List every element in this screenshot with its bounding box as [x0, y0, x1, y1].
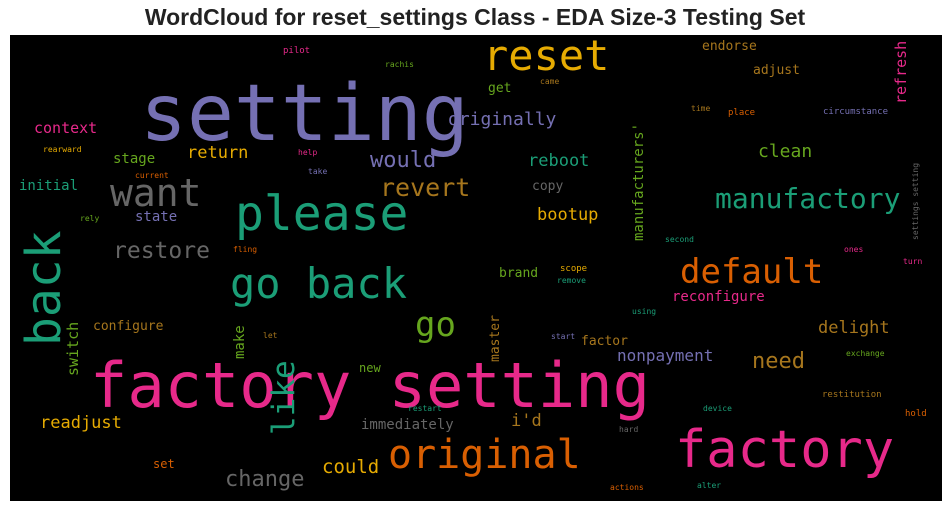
word-alter: alter	[697, 481, 722, 490]
word-ones: ones	[844, 245, 864, 254]
word-revert: revert	[380, 173, 471, 202]
word-copy: copy	[532, 179, 564, 194]
word-reset: reset	[483, 35, 610, 80]
word-current: current	[135, 171, 169, 180]
word-manufactory: manufactory	[715, 182, 901, 215]
word-take: take	[308, 167, 328, 176]
word-rely: rely	[80, 214, 100, 223]
word-clean: clean	[758, 141, 813, 162]
word-device: device	[703, 404, 732, 413]
word-hold: hold	[905, 409, 927, 419]
word-let: let	[263, 331, 278, 340]
word-factory: factory	[675, 420, 895, 480]
word-help: help	[298, 148, 318, 157]
word-restart: restart	[408, 404, 442, 413]
word-context: context	[34, 119, 98, 137]
word-rearward: rearward	[43, 145, 82, 154]
word-stage: stage	[113, 151, 156, 167]
word-set: set	[153, 457, 175, 471]
word-turn: turn	[903, 257, 923, 266]
word-default: default	[680, 252, 824, 292]
word-originally: originally	[448, 109, 557, 130]
word-go-back: go back	[230, 259, 408, 308]
word-would: would	[370, 148, 437, 173]
word-reconfigure: reconfigure	[672, 289, 765, 305]
word-factor: factor	[581, 334, 628, 349]
word-please: please	[235, 186, 409, 242]
wordcloud-canvas: setting reset want please back go back default…	[10, 35, 942, 501]
word-readjust: readjust	[40, 413, 122, 433]
word-return: return	[187, 143, 249, 163]
word-immediately: immediately	[361, 417, 454, 433]
word-actions: actions	[610, 483, 644, 492]
word-go: go	[415, 305, 456, 345]
word-want: want	[110, 171, 202, 215]
word-switch: switch	[64, 322, 82, 377]
word-master: master	[488, 315, 503, 362]
word-could: could	[322, 456, 380, 478]
word-hard: hard	[619, 425, 639, 434]
word-remove: remove	[557, 276, 586, 285]
word-rachis: rachis	[385, 60, 414, 69]
word-brand: brand	[499, 266, 539, 281]
word-scope: scope	[560, 264, 588, 274]
word-initial: initial	[19, 178, 79, 194]
chart-title: WordCloud for reset_settings Class - EDA…	[144, 4, 806, 30]
word-manufacturers: manufacturers'	[631, 123, 647, 242]
word-change: change	[225, 467, 305, 492]
word-exchange: exchange	[846, 349, 885, 358]
word-place: place	[728, 108, 756, 118]
word-second: second	[665, 235, 694, 244]
word-original: original	[388, 432, 581, 478]
word-need: need	[752, 349, 805, 374]
word-back: back	[16, 230, 72, 346]
word-start: start	[551, 332, 576, 341]
word-fling: fling	[233, 245, 258, 254]
word-setting: setting	[140, 69, 469, 159]
word-endorse: endorse	[702, 39, 757, 54]
word-restitution: restitution	[822, 390, 882, 400]
word-time: time	[691, 104, 711, 113]
word-state: state	[135, 209, 178, 225]
word-bootup: bootup	[537, 205, 599, 225]
word-make: make	[232, 325, 248, 359]
word-refresh: refresh	[892, 41, 910, 105]
word-like: like	[266, 360, 302, 435]
word-nonpayment: nonpayment	[617, 346, 714, 365]
word-using: using	[632, 307, 657, 316]
word-settings-setting: settings setting	[911, 163, 920, 241]
word-restore: restore	[113, 238, 210, 264]
word-factory-setting: factory setting	[90, 349, 650, 422]
word-configure: configure	[93, 319, 164, 334]
word-i-d: i'd	[511, 411, 542, 431]
word-reboot: reboot	[528, 151, 590, 171]
word-adjust: adjust	[753, 63, 800, 78]
word-get: get	[488, 81, 512, 96]
word-came: came	[540, 77, 560, 86]
word-pilot: pilot	[283, 46, 311, 56]
word-new: new	[359, 361, 381, 375]
word-circumstance: circumstance	[823, 107, 889, 117]
word-delight: delight	[818, 318, 890, 338]
